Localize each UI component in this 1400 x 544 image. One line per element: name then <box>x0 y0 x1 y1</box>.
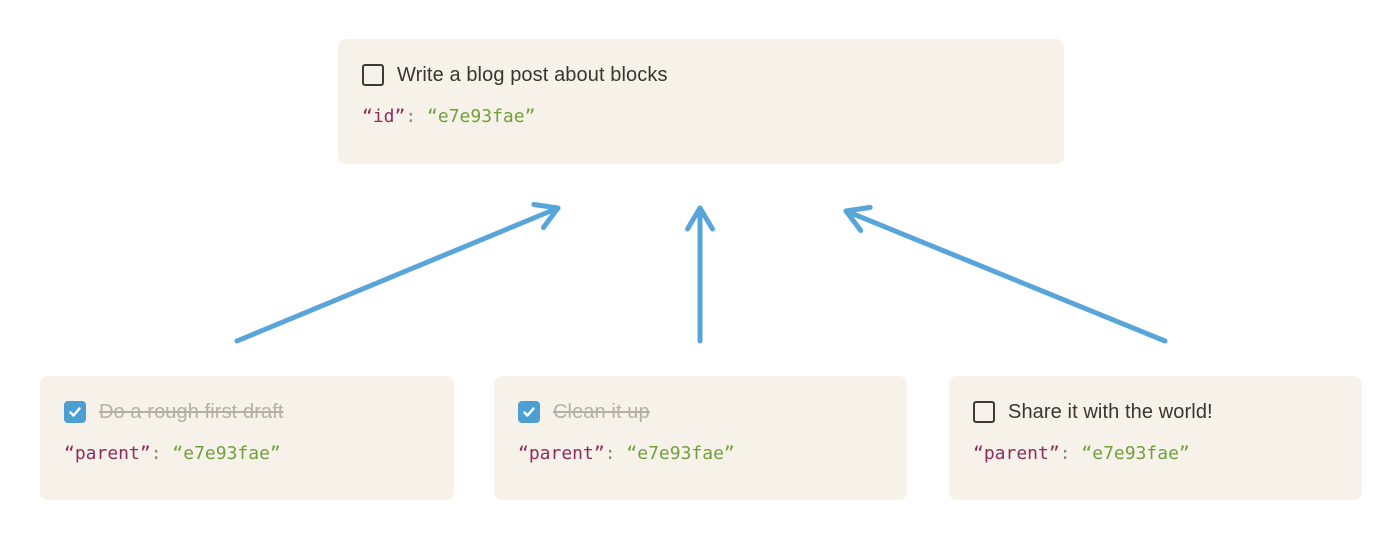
task-row: Clean it up <box>518 399 883 425</box>
arrow-share-it-to-parent <box>843 204 1168 344</box>
child-task-card: Share it with the world! “parent”: “e7e9… <box>949 376 1362 500</box>
json-key: “parent” <box>518 443 605 464</box>
json-key: “id” <box>362 106 406 127</box>
task-label: Do a rough first draft <box>99 401 284 423</box>
task-row: Share it with the world! <box>973 399 1338 425</box>
task-label: Share it with the world! <box>1008 401 1213 423</box>
task-checkbox[interactable] <box>64 401 86 423</box>
checkmark-icon <box>69 407 81 417</box>
task-checkbox[interactable] <box>362 64 384 86</box>
task-checkbox[interactable] <box>518 401 540 423</box>
json-colon: : <box>1059 443 1082 464</box>
json-colon: : <box>604 443 627 464</box>
json-value: “e7e93fae” <box>172 443 281 464</box>
child-task-card: Clean it up “parent”: “e7e93fae” <box>494 376 907 500</box>
block-json-snippet: “id”: “e7e93fae” <box>362 105 1040 129</box>
arrow-first-draft-to-parent <box>234 201 561 344</box>
json-colon: : <box>150 443 173 464</box>
block-json-snippet: “parent”: “e7e93fae” <box>973 442 1338 466</box>
parent-task-card: Write a blog post about blocks “id”: “e7… <box>338 39 1064 164</box>
task-row: Write a blog post about blocks <box>362 62 1040 88</box>
task-checkbox[interactable] <box>973 401 995 423</box>
json-key: “parent” <box>973 443 1060 464</box>
block-json-snippet: “parent”: “e7e93fae” <box>64 442 430 466</box>
json-value: “e7e93fae” <box>427 106 536 127</box>
task-label: Write a blog post about blocks <box>397 64 668 86</box>
json-value: “e7e93fae” <box>626 443 735 464</box>
json-key: “parent” <box>64 443 151 464</box>
json-colon: : <box>405 106 428 127</box>
json-value: “e7e93fae” <box>1081 443 1190 464</box>
task-row: Do a rough first draft <box>64 399 430 425</box>
task-label: Clean it up <box>553 401 650 423</box>
child-task-card: Do a rough first draft “parent”: “e7e93f… <box>40 376 454 500</box>
checkmark-icon <box>523 407 535 417</box>
block-json-snippet: “parent”: “e7e93fae” <box>518 442 883 466</box>
